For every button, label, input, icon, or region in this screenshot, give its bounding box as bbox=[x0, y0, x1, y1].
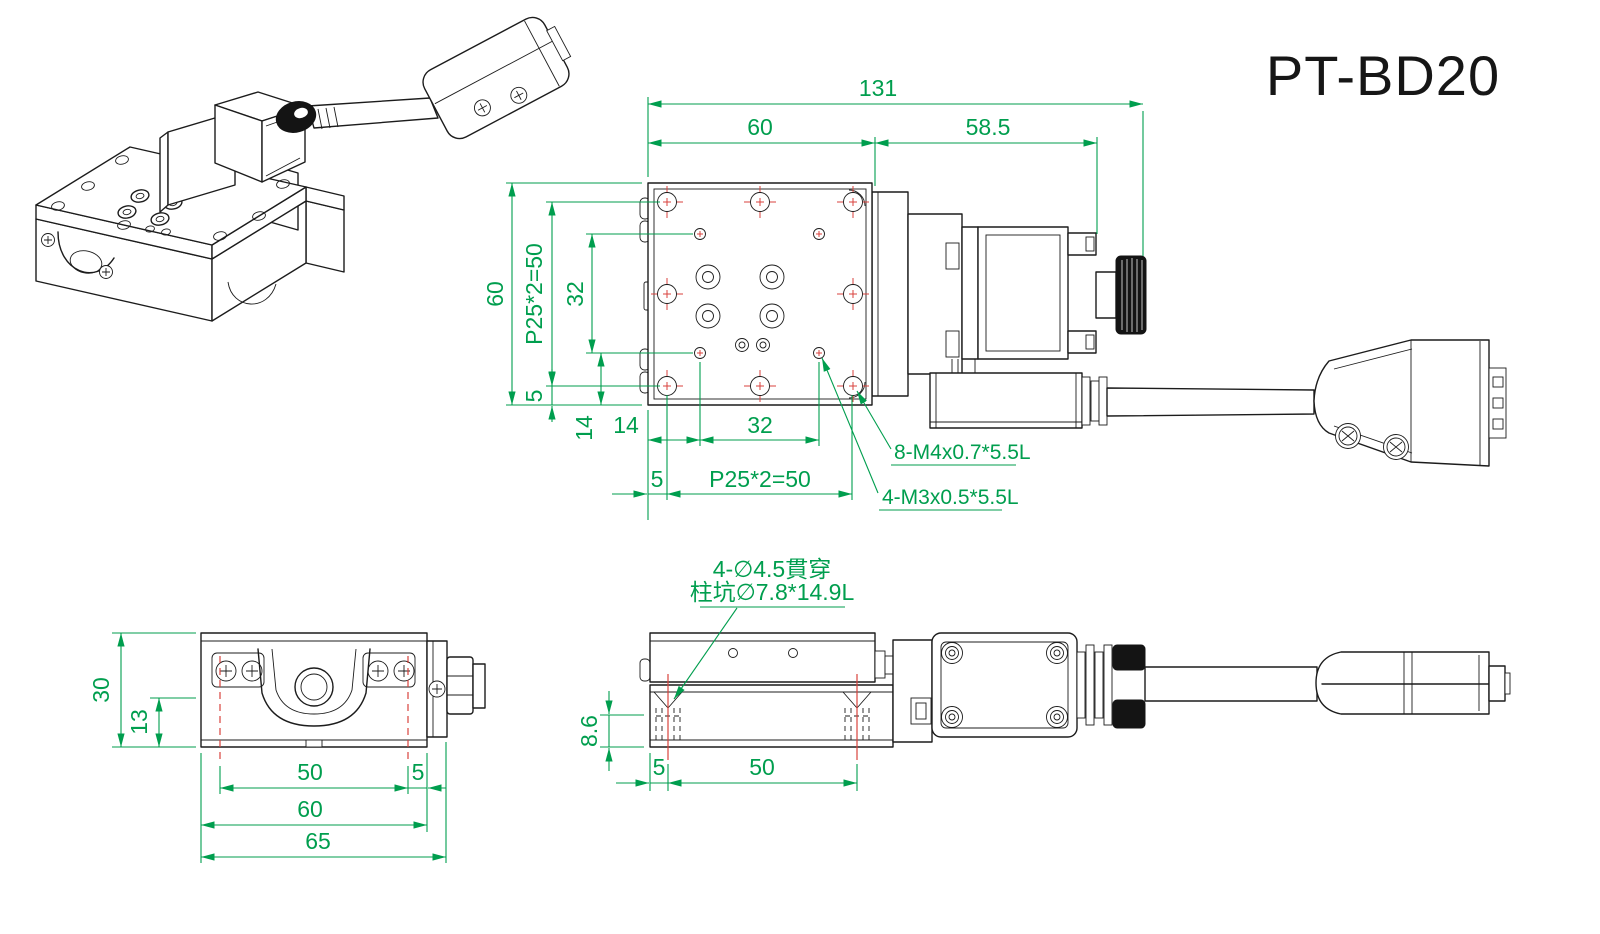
knurled-knob-icon bbox=[275, 101, 317, 133]
dim-edge-offset-vertical: 5 bbox=[521, 390, 547, 403]
dim-m3-span-vertical: 32 bbox=[562, 281, 588, 307]
dim-base-thickness: 8.6 bbox=[576, 715, 602, 747]
counterbore-callout: 4-∅4.5貫穿 柱坑∅7.8*14.9L bbox=[673, 556, 855, 700]
carriage-screw-holes bbox=[695, 264, 785, 352]
m4-hole-pattern bbox=[651, 186, 869, 402]
cable bbox=[1106, 387, 1315, 417]
m3-hole-pattern bbox=[694, 228, 825, 359]
dim-stage-width: 60 bbox=[747, 114, 773, 140]
callout-counterbore-line2: 柱坑∅7.8*14.9L bbox=[690, 579, 855, 605]
callout-m4-thread: 8-M4x0.7*5.5L bbox=[894, 441, 1031, 464]
top-view-stage-plate bbox=[639, 182, 873, 406]
through-hole-centerlines bbox=[219, 656, 409, 763]
socket-screw-icon bbox=[941, 642, 1068, 728]
front-view-dimensions: 30 13 50 5 60 65 bbox=[88, 632, 447, 863]
top-view-motor-assembly bbox=[871, 191, 1147, 397]
knurled-knob-icon bbox=[1112, 644, 1146, 729]
dim-body-width: 60 bbox=[297, 796, 323, 822]
side-view-dimensions: 8.6 5 50 bbox=[576, 691, 858, 791]
callout-counterbore-line1: 4-∅4.5貫穿 bbox=[713, 556, 831, 582]
top-view: 131 60 58.5 60 P25*2=50 32 5 14 14 32 5 bbox=[482, 75, 1507, 520]
callout-m3-thread: 4-M3x0.5*5.5L bbox=[882, 486, 1019, 509]
cable bbox=[1144, 666, 1318, 702]
dsub-connector bbox=[422, 16, 572, 140]
isometric-view bbox=[35, 16, 572, 322]
phillips-screw-icon bbox=[215, 660, 415, 682]
top-view-dimensions: 131 60 58.5 60 P25*2=50 32 5 14 14 32 5 bbox=[482, 75, 1144, 520]
dim-m3-span-horizontal: 32 bbox=[747, 412, 773, 438]
dim-base-height: 13 bbox=[126, 709, 152, 735]
dim-m3-edge-horizontal: 14 bbox=[613, 412, 639, 438]
counterbore-right bbox=[842, 674, 872, 760]
knurled-knob-icon bbox=[1115, 255, 1147, 335]
dim-stage-depth: 60 bbox=[482, 281, 508, 307]
leadscrew-bore bbox=[294, 667, 334, 707]
dim-pitch-horizontal: P25*2=50 bbox=[709, 466, 811, 492]
dim-hole-edge: 5 bbox=[412, 759, 425, 785]
dsub-connector bbox=[1315, 651, 1511, 715]
dim-hole-span: 50 bbox=[297, 759, 323, 785]
drawing-title: PT-BD20 bbox=[1266, 44, 1500, 107]
side-view-motor-assembly bbox=[892, 632, 1511, 743]
counterbore-left bbox=[653, 674, 683, 760]
dim-edge-offset-horizontal: 5 bbox=[651, 466, 664, 492]
base-screw-icon bbox=[41, 233, 113, 279]
dim-motor-section: 58.5 bbox=[966, 114, 1011, 140]
dim-overall-width: 65 bbox=[305, 828, 331, 854]
dim-m3-edge-vertical: 14 bbox=[571, 415, 597, 441]
dsub-connector bbox=[1313, 339, 1507, 467]
dim-overall-length: 131 bbox=[859, 75, 897, 101]
dim-hole-edge: 5 bbox=[653, 754, 666, 780]
dim-overall-height: 30 bbox=[88, 677, 114, 703]
thread-callouts: 8-M4x0.7*5.5L 4-M3x0.5*5.5L bbox=[821, 357, 1031, 511]
top-view-cable-assembly bbox=[929, 339, 1507, 467]
front-view: 30 13 50 5 60 65 bbox=[88, 632, 486, 863]
side-view: 4-∅4.5貫穿 柱坑∅7.8*14.9L 8.6 5 50 bbox=[576, 556, 1511, 791]
extension-lines bbox=[506, 97, 1144, 520]
dim-hole-span: 50 bbox=[749, 754, 775, 780]
dim-pitch-vertical: P25*2=50 bbox=[521, 243, 547, 345]
